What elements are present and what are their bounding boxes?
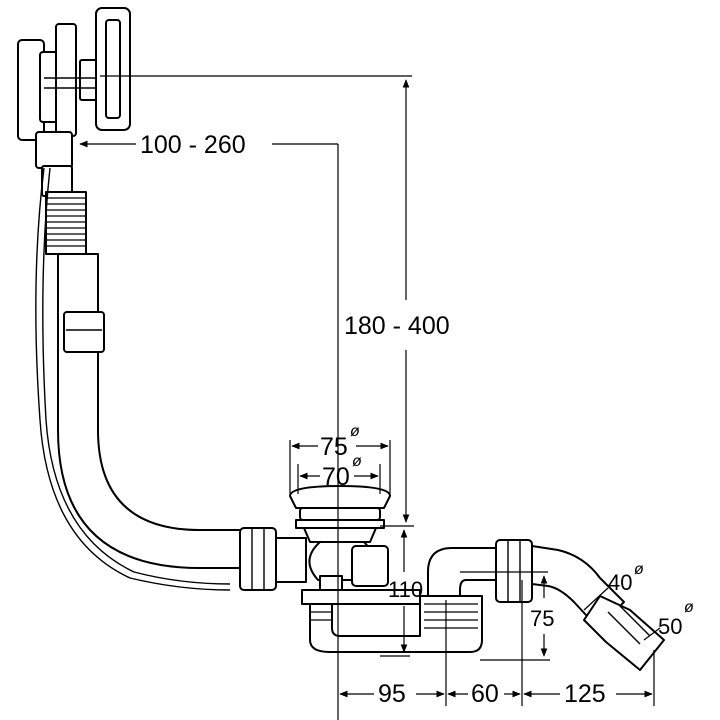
diameter-symbol-75: ø — [350, 423, 360, 440]
corrugated-hose — [45, 191, 87, 255]
trap-body — [301, 589, 483, 653]
dim-height-range: 180 - 400 — [344, 312, 450, 340]
dim-branch-height: 75 — [530, 606, 554, 631]
dim-outlet-dia-outer: 75 — [320, 433, 348, 461]
overflow-head — [17, 7, 131, 197]
diameter-symbol-70: ø — [352, 453, 362, 470]
dim-trap-height: 110 — [388, 577, 423, 602]
drain-outlet — [289, 485, 391, 591]
union-nut-left — [239, 527, 307, 591]
dim-connector-50: 50 — [658, 614, 682, 639]
dim-outlet-dia-inner: 70 — [322, 463, 350, 491]
dim-overflow-offset: 100 - 260 — [140, 131, 246, 159]
dim-offset-125: 125 — [564, 680, 606, 708]
dim-offset-60: 60 — [471, 680, 499, 708]
diameter-symbol-50: ø — [684, 599, 694, 616]
dim-offset-95: 95 — [378, 680, 406, 708]
dim-connector-40: 40 — [608, 570, 632, 595]
outlet-elbow — [427, 539, 665, 671]
dimension-lines — [79, 75, 661, 720]
diameter-symbol-40: ø — [634, 561, 644, 578]
